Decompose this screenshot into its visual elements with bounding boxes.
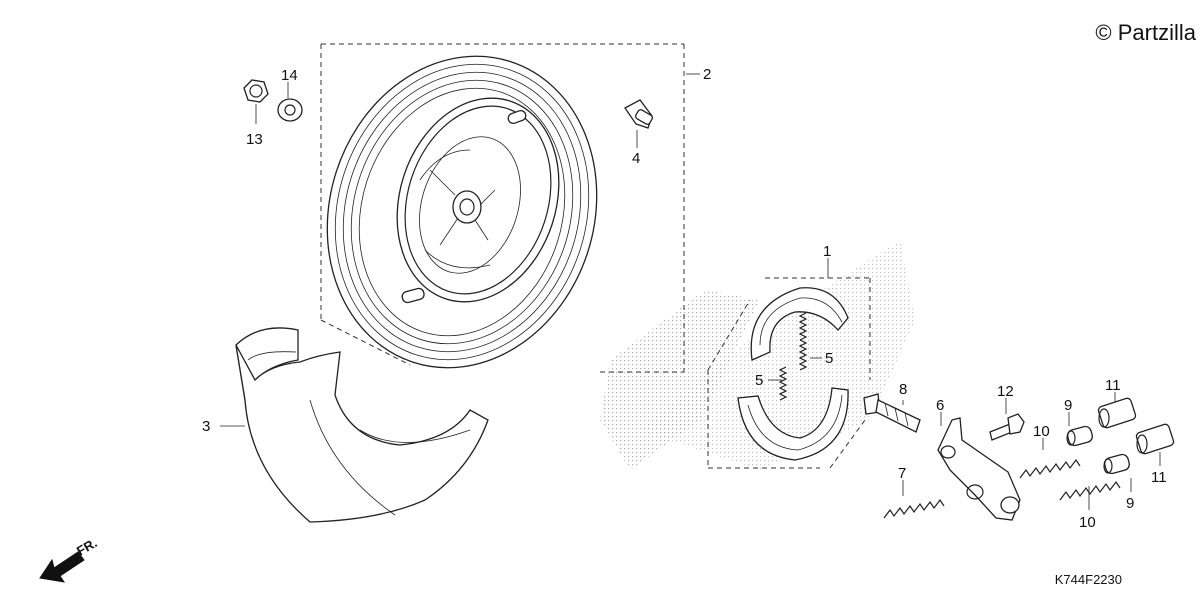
callout-9-upper: 9 <box>1064 397 1072 414</box>
joint-11-lower <box>1135 423 1175 455</box>
callout-12: 12 <box>997 383 1014 400</box>
axle-nut <box>243 79 269 103</box>
callout-1: 1 <box>823 243 831 260</box>
callout-5-right: 5 <box>825 350 833 367</box>
arm-bolt <box>989 413 1025 441</box>
brake-spring-left <box>778 366 788 401</box>
brake-cam <box>863 393 921 433</box>
callout-14: 14 <box>281 67 298 84</box>
joint-11-upper <box>1097 397 1137 429</box>
callout-4: 4 <box>632 150 640 167</box>
leader-lines <box>220 73 1161 510</box>
callout-8: 8 <box>899 381 907 398</box>
callout-labels: 1 2 3 4 5 5 6 7 8 9 9 10 10 11 11 12 13 … <box>202 66 1167 531</box>
watermark: © Partzilla <box>1095 20 1196 45</box>
callout-3: 3 <box>202 418 210 435</box>
front-direction-arrow: FR. <box>39 535 100 583</box>
splash-guard <box>235 327 489 523</box>
callout-11-upper: 11 <box>1105 377 1121 394</box>
pin-9-lower <box>1103 453 1130 475</box>
callout-7: 7 <box>898 465 906 482</box>
callout-11-lower: 11 <box>1151 469 1167 486</box>
callout-9-lower: 9 <box>1126 495 1134 512</box>
callout-13: 13 <box>246 131 263 148</box>
callout-5-left: 5 <box>755 372 763 389</box>
return-spring-7 <box>883 498 945 519</box>
drawing-code: K744F2230 <box>1054 572 1122 587</box>
callout-10-lower: 10 <box>1079 514 1096 531</box>
callout-10-upper: 10 <box>1033 423 1050 440</box>
washer <box>277 98 303 122</box>
pin-9-upper <box>1066 425 1093 447</box>
brake-shoe-upper <box>750 287 849 361</box>
return-spring-10-upper <box>1019 458 1081 479</box>
callout-2: 2 <box>703 66 711 83</box>
return-spring-10-lower <box>1059 480 1121 501</box>
callout-6: 6 <box>936 397 944 414</box>
brake-spring-right <box>798 312 808 371</box>
brake-shoe-lower <box>737 387 849 461</box>
rear-wheel <box>326 55 598 369</box>
valve-stem <box>624 99 653 129</box>
shaded-area-hub <box>600 290 760 470</box>
brake-arm <box>937 417 1021 521</box>
wheel-assembly-frame <box>320 43 685 373</box>
brake-shoe-frame <box>707 277 871 469</box>
